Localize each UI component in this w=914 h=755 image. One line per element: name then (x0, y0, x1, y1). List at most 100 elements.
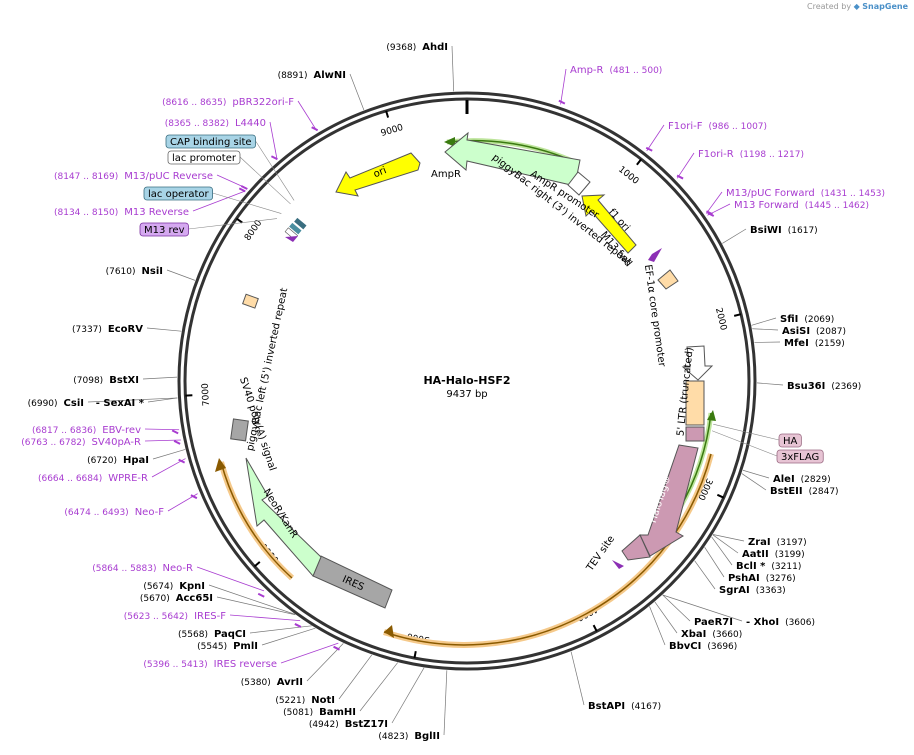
enzyme-name[interactable]: AleI (773, 474, 795, 485)
primer-leader (269, 121, 278, 160)
primer-name[interactable]: M13 Forward (734, 200, 799, 211)
enzyme-name[interactable]: BstAPI (588, 701, 625, 712)
enzyme-name[interactable]: ZraI (748, 537, 771, 548)
feature-label: TEV site (584, 534, 617, 574)
enzyme-name[interactable]: PaeR7I (694, 617, 733, 628)
tick-9000 (385, 110, 390, 118)
feature-box-label: M13 rev (144, 225, 185, 236)
primer-position: (1445 .. 1462) (805, 201, 869, 211)
feature-box[interactable]: M13 rev (139, 222, 189, 237)
enzyme-name[interactable]: CsiI (64, 398, 84, 409)
primer-name[interactable]: M13/pUC Forward (726, 188, 815, 199)
enzyme-position: (4942) (309, 720, 339, 730)
enzyme-leader (752, 328, 779, 331)
primer-name[interactable]: WPRE-R (108, 473, 148, 484)
enzyme-position: (5674) (143, 582, 173, 592)
feature-box[interactable]: CAP binding site (165, 134, 256, 149)
primer-name[interactable]: F1ori-R (698, 149, 734, 160)
primer-mark (645, 146, 653, 152)
enzyme-position: (6720) (87, 456, 117, 466)
halotag-feature (639, 444, 699, 557)
enzyme-name[interactable]: BclI * (736, 561, 766, 572)
primer-position: (8147 .. 8169) (54, 172, 118, 182)
primer-name[interactable]: IRES-F (194, 611, 226, 622)
ori-feature (335, 152, 421, 197)
enzyme-name[interactable]: BstZ17I (345, 719, 388, 730)
label-leaders (87, 45, 784, 736)
enzyme-name[interactable]: XbaI (681, 629, 706, 640)
enzyme-name[interactable]: AatII (742, 549, 769, 560)
enzyme-name[interactable]: PaqCI (214, 629, 246, 640)
primer-position: (1198 .. 1217) (740, 150, 804, 160)
enzyme-name[interactable]: PmlI (233, 641, 258, 652)
feature-box[interactable]: HA (778, 433, 802, 448)
enzyme-name[interactable]: AsiSI (782, 326, 810, 337)
feature-box-leader (711, 430, 778, 457)
enzyme-name[interactable]: NotI (311, 695, 335, 706)
enzyme-name[interactable]: Bsu36I (787, 381, 825, 392)
enzyme-position: (3211) (771, 562, 801, 572)
enzyme-name[interactable]: BamHI (319, 707, 356, 718)
primer-position: (5396 .. 5413) (143, 660, 207, 670)
primer-mark (558, 99, 566, 105)
enzyme-leader (649, 606, 666, 646)
enzyme-name[interactable]: NsiI (142, 266, 163, 277)
primer-position: (6474 .. 6493) (64, 508, 128, 518)
primer-name[interactable]: pBR322ori-F (232, 97, 294, 108)
backbone-inner (183, 97, 751, 665)
primer-name[interactable]: M13/pUC Reverse (124, 171, 213, 182)
primer-mark (238, 187, 246, 193)
enzyme-name[interactable]: BbvCI (669, 641, 701, 652)
primer-name[interactable]: Neo-R (163, 563, 194, 574)
enzyme-name[interactable]: BstEII (770, 486, 803, 497)
enzyme-name[interactable]: AhdI (422, 42, 448, 53)
enzyme-leader (359, 662, 398, 712)
enzyme-position: (2369) (831, 382, 861, 392)
enzyme-name[interactable]: BglII (414, 731, 440, 742)
enzyme-position: (7098) (73, 376, 103, 386)
enzyme-name[interactable]: SgrAI (719, 585, 750, 596)
sv40pa-feature (230, 418, 249, 442)
primer-mark (333, 645, 340, 651)
primer-name[interactable]: M13 Reverse (124, 207, 189, 218)
enzyme-name[interactable]: BsiWI (750, 225, 782, 236)
enzyme-name[interactable]: KpnI (179, 581, 205, 592)
tick-4000 (592, 624, 598, 632)
enzyme-name[interactable]: - XhoI (746, 617, 779, 628)
enzyme-name[interactable]: EcoRV (108, 324, 143, 335)
feature-box-leader (212, 192, 282, 214)
primer-mark (178, 458, 186, 464)
primer-name[interactable]: F1ori-F (668, 121, 703, 132)
enzyme-name[interactable]: AvrII (277, 677, 303, 688)
primer-name[interactable]: EBV-rev (102, 425, 141, 436)
primer-name[interactable]: Neo-F (135, 507, 165, 518)
feature-box[interactable]: lac operator (143, 186, 213, 201)
enzyme-name[interactable]: BstXI (109, 375, 139, 386)
primer-name[interactable]: L4440 (235, 118, 266, 129)
feature-box-label: HA (783, 436, 798, 447)
enzyme-name[interactable]: MfeI (784, 338, 809, 349)
enzyme-name[interactable]: AlwNI (314, 70, 347, 81)
tick-1000 (636, 158, 642, 166)
primer-leader (280, 642, 339, 664)
enzyme-name[interactable]: - SexAI * (96, 398, 145, 409)
feature-box[interactable]: 3xFLAG (776, 449, 824, 464)
primer-position: (481 .. 500) (610, 66, 663, 76)
enzyme-leader (662, 594, 691, 622)
enzyme-name[interactable]: Acc65I (176, 593, 213, 604)
primer-labels: Amp-R(481 .. 500)F1ori-F(986 .. 1007)F1o… (21, 65, 885, 670)
enzyme-name[interactable]: PshAI (728, 573, 760, 584)
tick-label-7000: 7000 (201, 383, 212, 407)
feature-box[interactable]: lac promoter (167, 150, 241, 165)
enzyme-position: (3276) (766, 574, 796, 584)
feature-box-label: lac operator (148, 189, 209, 200)
enzyme-name[interactable]: HpaI (123, 455, 149, 466)
tev-site-small (612, 560, 624, 569)
enzyme-leader (208, 584, 295, 615)
enzyme-name[interactable]: SfiI (780, 314, 798, 325)
primer-name[interactable]: Amp-R (570, 65, 604, 76)
primer-leader (707, 203, 731, 216)
primer-name[interactable]: IRES reverse (214, 659, 277, 670)
primer-name[interactable]: SV40pA-R (92, 437, 141, 448)
